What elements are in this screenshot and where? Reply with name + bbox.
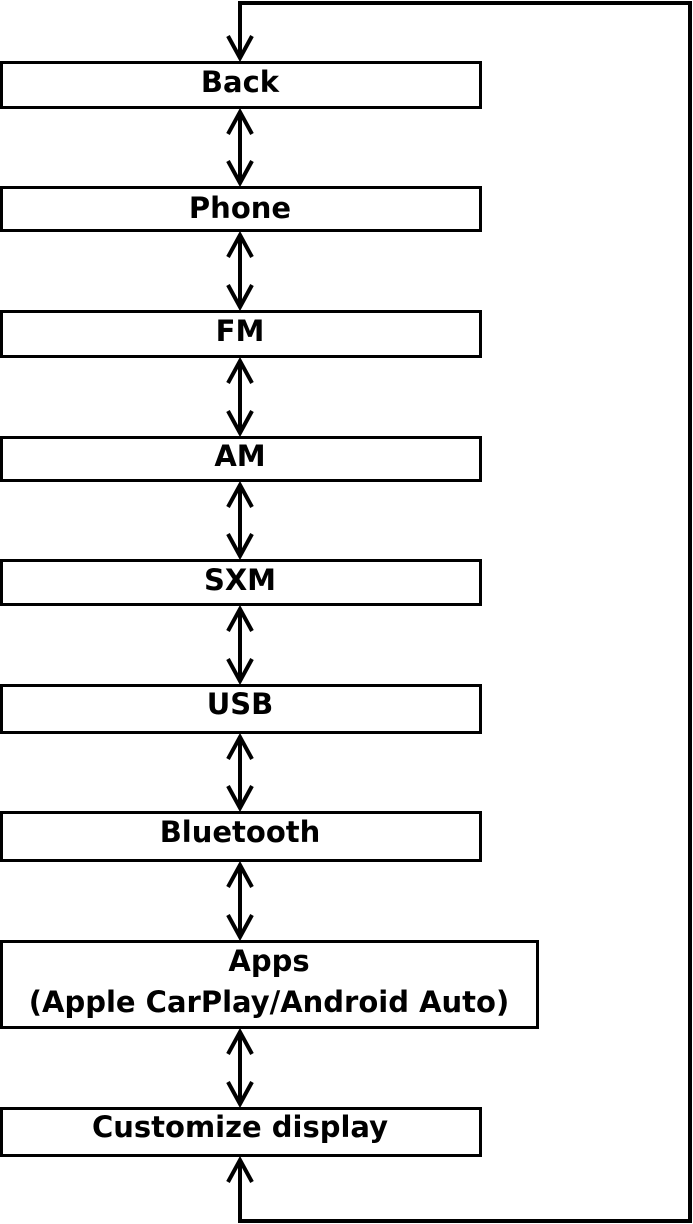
bidirectional-arrow (226, 860, 254, 942)
node-label: AM (214, 439, 265, 473)
node-back: Back (0, 61, 482, 109)
node-usb: USB (0, 684, 482, 734)
bidirectional-arrow (226, 230, 254, 312)
bidirectional-arrow (226, 356, 254, 438)
node-label: Customize display (92, 1110, 388, 1144)
node-label: SXM (204, 563, 276, 597)
node-bluetooth: Bluetooth (0, 811, 482, 862)
node-label: FM (216, 314, 265, 348)
node-sublabel: (Apple CarPlay/Android Auto) (29, 985, 509, 1019)
loop-arrowhead-down (226, 35, 254, 63)
node-label: Bluetooth (160, 815, 321, 849)
bidirectional-arrow (226, 480, 254, 561)
bidirectional-arrow (226, 107, 254, 188)
bidirectional-arrow (226, 604, 254, 686)
node-sxm: SXM (0, 559, 482, 606)
node-phone: Phone (0, 186, 482, 232)
node-label: USB (207, 687, 274, 721)
loop-connector (238, 1, 692, 1223)
node-am: AM (0, 436, 482, 482)
loop-arrowhead-up (226, 1155, 254, 1183)
node-apps: Apps (Apple CarPlay/Android Auto) (0, 940, 539, 1029)
bidirectional-arrow (226, 1027, 254, 1109)
bidirectional-arrow (226, 732, 254, 813)
node-customize-display: Customize display (0, 1107, 482, 1157)
node-label: Phone (189, 191, 291, 225)
node-fm: FM (0, 310, 482, 358)
node-label: Back (201, 65, 280, 99)
node-label: Apps (228, 944, 309, 978)
